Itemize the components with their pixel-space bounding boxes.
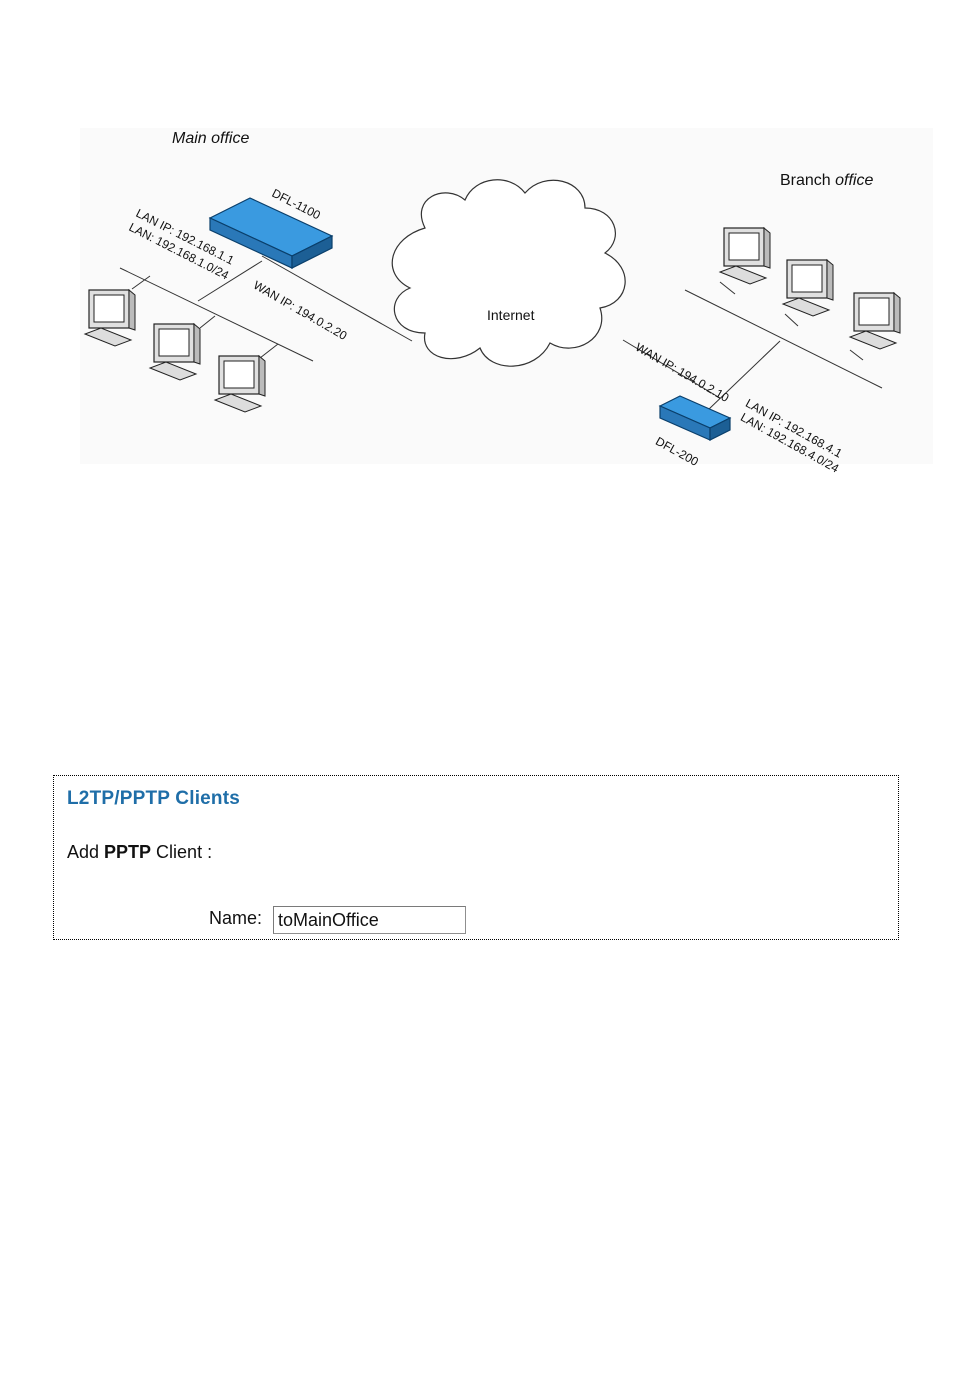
panel-title: L2TP/PPTP Clients	[67, 788, 240, 810]
panel-subtitle: Add PPTP Client :	[67, 842, 212, 863]
main-office-label: Main office	[172, 130, 249, 148]
name-input[interactable]	[273, 906, 466, 934]
internet-label: Internet	[487, 307, 534, 323]
subtitle-suffix: Client :	[151, 842, 212, 862]
pptp-client-panel: L2TP/PPTP Clients Add PPTP Client : Name…	[53, 775, 899, 940]
subtitle-prefix: Add	[67, 842, 104, 862]
branch-office-label: Branch office	[780, 172, 873, 190]
branch-office-label-italic: office	[835, 172, 873, 189]
name-label: Name:	[209, 908, 262, 929]
cloud-icon	[392, 180, 625, 366]
subtitle-protocol: PPTP	[104, 842, 151, 862]
branch-office-label-prefix: Branch	[780, 172, 835, 189]
